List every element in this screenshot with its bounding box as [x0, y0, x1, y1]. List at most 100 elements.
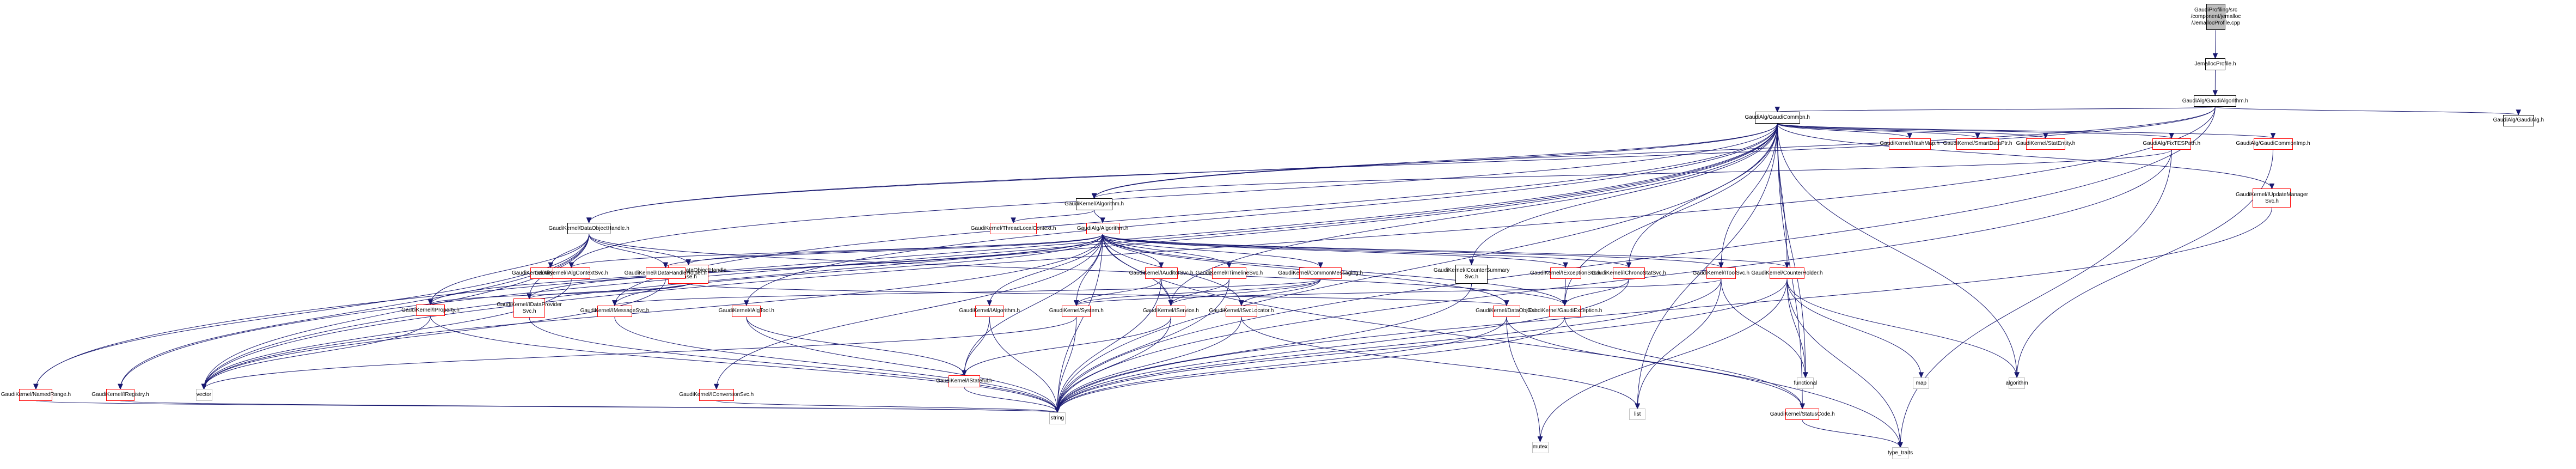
edge-iservice-to-string	[1057, 317, 1171, 413]
node-iauditorsvc[interactable]: GaudiKernel/IAuditorSvc.h	[1129, 267, 1194, 279]
node-threadlocal[interactable]: GaudiKernel/ThreadLocalContext.h	[971, 222, 1056, 235]
edge-gaudicommon-to-iservice	[1170, 123, 1778, 306]
node-ialgtool[interactable]: GaudiKernel/IAlgTool.h	[719, 305, 774, 318]
edge-ichronostatsvc-to-string	[1057, 279, 1629, 413]
node-gaudiexception[interactable]: GaudiKernel/GaudiException.h	[1527, 305, 1602, 318]
node-iconversionsvc[interactable]: GaudiKernel/IConversionSvc.h	[679, 389, 754, 401]
arrowhead-icon	[568, 262, 574, 269]
node-statuscode[interactable]: GaudiKernel/StatusCode.h	[1770, 409, 1835, 421]
edge-gaudicommon-to-statentity	[1777, 123, 2046, 139]
node-iexceptionsvc[interactable]: GaudiKernel/IExceptionSvc.h	[1530, 267, 1601, 279]
node-gaudicommon[interactable]: GaudiAlg/GaudiCommon.h	[1745, 112, 1810, 124]
node-fixtespath[interactable]: GaudiAlg/FixTESPath.h	[2143, 138, 2200, 150]
arrowhead-icon	[1975, 133, 1980, 139]
node-namedrange[interactable]: GaudiKernel/NamedRange.h	[1, 389, 71, 401]
edge-commonmessaging-to-system	[1076, 279, 1321, 306]
edge-gaudicommonimp-to-algorithm	[2016, 149, 2274, 377]
node-iregistry[interactable]: GaudiKernel/IRegistry.h	[91, 389, 149, 401]
arrowhead-icon	[1775, 106, 1780, 113]
node-iupdatemanager[interactable]: GaudiKernel/IUpdateManager Svc.h	[2236, 188, 2308, 208]
arrowhead-icon	[586, 217, 592, 224]
node-commonmessaging[interactable]: GaudiKernel/CommonMessaging.h	[1278, 267, 1363, 279]
node-dataobjecthandle[interactable]: GaudiKernel/DataObjectHandle.h	[548, 222, 629, 235]
edge-iauditorsvc-to-string	[1057, 279, 1162, 413]
node-gaudialgorithm[interactable]: GaudiAlg/GaudiAlgorithm.h	[2182, 95, 2248, 107]
arrowhead-icon	[987, 300, 992, 306]
edge-statuscode-to-type_traits	[1802, 420, 1901, 448]
arrowhead-icon	[663, 262, 669, 269]
edge-dataobjecthandle-to-namedrange	[35, 234, 590, 389]
node-itimelinesvc[interactable]: GaudiKernel/ITimelineSvc.h	[1196, 267, 1263, 279]
edge-dataobjecthandle-to-iregistry	[120, 234, 590, 389]
edge-gaudicommon-to-statuscode	[1777, 123, 1803, 409]
edge-gaudicommon-to-counterholder	[1777, 123, 1788, 268]
edge-icountersummary-to-string	[1057, 283, 1472, 413]
arrowhead-icon	[1898, 442, 1903, 448]
node-ichronostatsvc[interactable]: GaudiKernel/IChronoStatSvc.h	[1592, 267, 1666, 279]
edge-iproperty-to-vector	[204, 316, 431, 389]
edge-itoolsvc-to-system	[1076, 279, 1722, 306]
edge-falgorithm-to-commonmessaging	[1102, 234, 1321, 268]
node-hashmap[interactable]: GaudiKernel/HashMap.h	[1880, 138, 1939, 150]
arrowhead-icon	[527, 293, 532, 300]
edge-gaudiexception-to-string	[1057, 317, 1565, 413]
node-iservice[interactable]: GaudiKernel/IService.h	[1143, 305, 1199, 318]
edge-counterholder-to-string	[1057, 279, 1788, 413]
node-statentity[interactable]: GaudiKernel/StatEntity.h	[2016, 138, 2075, 150]
edge-counterholder-to-type_traits	[1786, 279, 1901, 448]
node-system[interactable]: GaudiKernel/System.h	[1049, 305, 1104, 318]
node-gaudicommonimp[interactable]: GaudiAlg/GaudiCommonImp.h	[2236, 138, 2310, 150]
edge-gaudicommon-to-ialgtool	[746, 123, 1778, 306]
node-smartdataptr[interactable]: GaudiKernel/SmartDataPtr.h	[1943, 138, 2012, 150]
node-jprof[interactable]: JemallocProfile.h	[2194, 58, 2236, 70]
edge-iupdatemanager-to-string	[1057, 208, 2272, 413]
arrowhead-icon	[33, 383, 39, 390]
arrowhead-icon	[1635, 403, 1641, 410]
edge-falgorithm-to-string	[1057, 234, 1103, 413]
edge-gaudialgorithm-to-kalgorithm	[1094, 107, 2216, 199]
node-icountersummary[interactable]: GaudiKernel/ICounterSummary Svc.h	[1434, 264, 1509, 284]
edge-ialgorithm-to-istateful	[964, 317, 990, 376]
edge-gaudialgorithm-to-dataobjecthandle	[589, 107, 2216, 223]
node-type-traits: type_traits	[1888, 447, 1913, 459]
arrowhead-icon	[2212, 90, 2218, 96]
node-isvclocator[interactable]: GaudiKernel/ISvcLocator.h	[1209, 305, 1274, 318]
edge-dataobjecthandle-to-idataprovidersvc	[529, 234, 590, 299]
edge-commonmessaging-to-iservice	[1170, 279, 1321, 306]
edge-itoolsvc-to-string	[1057, 279, 1722, 413]
node-itoolsvc[interactable]: GaudiKernel/IToolSvc.h	[1693, 267, 1749, 279]
edge-iproperty-to-string	[430, 316, 1058, 413]
node-iproperty[interactable]: GaudiKernel/IProperty.h	[401, 304, 460, 316]
edge-gaudicommon-to-string	[1057, 123, 1778, 413]
edge-isvclocator-to-string	[1057, 317, 1242, 413]
node-dataobjid[interactable]: GaudiKernel/DataObjID.h	[1476, 305, 1538, 318]
edge-gaudicommon-to-iupdatemanager	[1777, 123, 2272, 189]
edge-gaudicommon-to-gaudiexception	[1564, 123, 1778, 306]
edge-fixtespath-to-string	[1057, 149, 2172, 413]
edge-gaudicommon-to-ichronostatsvc	[1628, 123, 1778, 268]
node-istateful[interactable]: GaudiKernel/IStateful.h	[936, 375, 993, 387]
edge-falgorithm-to-iexceptionsvc	[1102, 234, 1566, 268]
arrowhead-icon	[1918, 372, 1924, 379]
edge-ialgtool-to-string	[746, 317, 1058, 413]
node-gaudialg[interactable]: GaudiAlg/GaudiAlg.h	[2493, 114, 2544, 127]
arrowhead-icon	[2212, 53, 2218, 59]
node-idatahandleholder[interactable]: GaudiKernel/IDataHandleHolder.h	[625, 267, 707, 279]
arrowhead-icon	[1100, 217, 1105, 224]
edge-itimelinesvc-to-string	[1057, 279, 1229, 413]
node-kalgorithm[interactable]: GaudiKernel/Algorithm.h	[1064, 198, 1124, 210]
node-ialgcontextsvc[interactable]: GaudiKernel/IAlgContextSvc.h	[535, 267, 608, 279]
node-ialgorithm[interactable]: GaudiKernel/IAlgorithm.h	[959, 305, 1020, 318]
edge-gaudicommon-to-iregistry	[120, 123, 1778, 389]
node-idataprovidersvc[interactable]: GaudiKernel/IDataProvider Svc.h	[497, 299, 562, 318]
node-imessagesvc[interactable]: GaudiKernel/IMessageSvc.h	[580, 305, 649, 318]
node-root[interactable]: GaudiProfiling/src /component/jemalloc /…	[2191, 4, 2241, 31]
node-falgorithm[interactable]: GaudiAlg/Algorithm.h	[1077, 222, 1128, 235]
arrowhead-icon	[2014, 372, 2020, 379]
node-algorithm: algorithm	[2006, 377, 2028, 389]
edge-gaudialgorithm-to-vector	[204, 107, 2216, 389]
edge-dataobjid-to-string	[1057, 317, 1507, 413]
edge-dataobjecthandle-to-idatahandleholder	[589, 234, 666, 268]
node-functional: functional	[1794, 377, 1817, 389]
node-counterholder[interactable]: GaudiKernel/CounterHolder.h	[1751, 267, 1823, 279]
